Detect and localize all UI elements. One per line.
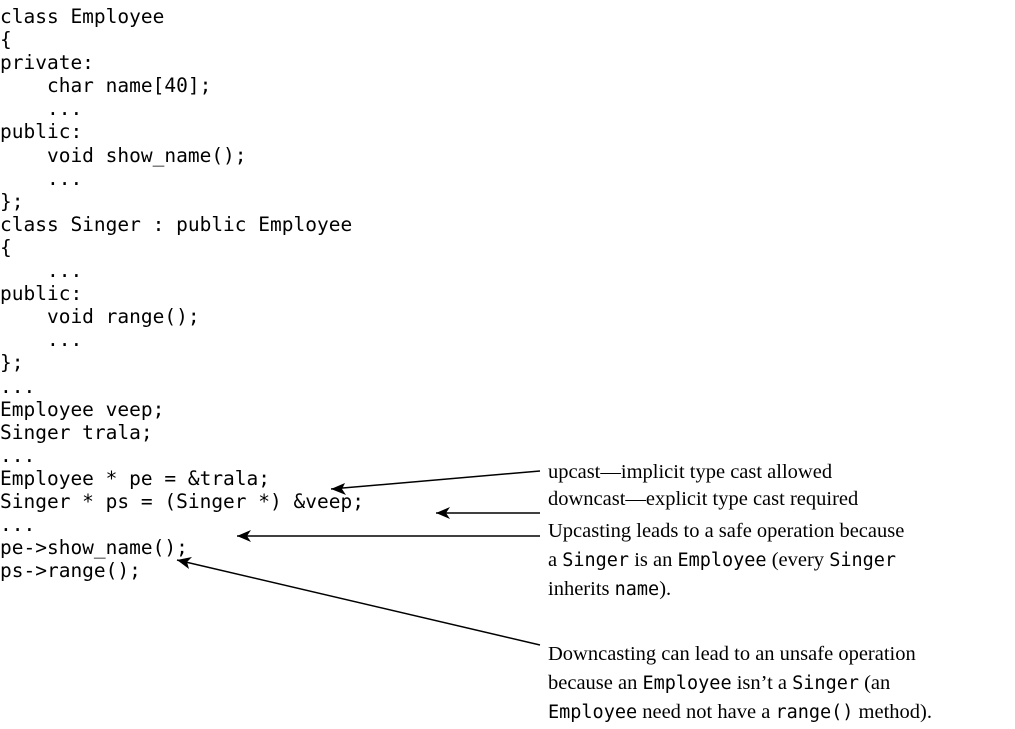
code-line: ... (0, 259, 83, 283)
unsafe-text: because an (548, 672, 643, 694)
code-line: ... (0, 328, 83, 352)
unsafe-text: (an (858, 672, 891, 694)
safe-code: name (614, 579, 660, 600)
code-line: { (0, 28, 12, 52)
safe-text: (every (766, 549, 830, 571)
code-line: ... (0, 166, 83, 190)
code-line-show-name-call: pe->show_name(); (0, 536, 188, 560)
unsafe-code: Employee (548, 702, 638, 723)
code-listing: class Employee{private: char name[40]; .… (0, 5, 364, 582)
code-line: private: (0, 51, 94, 75)
code-line: class Employee (0, 5, 165, 28)
downcast-note-text: downcast—explicit type cast required (548, 488, 859, 510)
unsafe-note-line-2: because an Employee isn’t a Singer (an (548, 669, 932, 698)
safe-code: Singer (562, 550, 630, 571)
downcast-note: downcast—explicit type cast required (548, 485, 858, 514)
safe-text: a (548, 549, 563, 571)
safe-note-line-2: a Singer is an Employee (every Singer (548, 546, 904, 575)
code-line: { (0, 235, 12, 259)
code-line: }; (0, 351, 24, 375)
unsafe-code: Singer (792, 673, 859, 694)
code-line: Singer trala; (0, 420, 153, 444)
code-line: public: (0, 282, 83, 306)
unsafe-note-line-1: Downcasting can lead to an unsafe operat… (548, 643, 916, 665)
code-line: ... (0, 443, 36, 467)
code-line: class Singer : public Employee (0, 212, 353, 236)
safe-text: ). (659, 578, 672, 600)
code-line-downcast: Singer * ps = (Singer *) &veep; (0, 489, 364, 513)
unsafe-operation-note: Downcasting can lead to an unsafe operat… (548, 640, 932, 727)
code-line: void show_name(); (0, 143, 247, 167)
code-line: }; (0, 189, 24, 213)
code-line: ... (0, 97, 83, 121)
unsafe-code: Employee (642, 673, 732, 694)
unsafe-text: isn’t a (731, 672, 793, 694)
code-line: Employee veep; (0, 397, 165, 421)
code-line: ... (0, 374, 36, 398)
unsafe-text: method). (853, 701, 932, 723)
unsafe-code: range() (775, 702, 854, 723)
safe-operation-note: Upcasting leads to a safe operation beca… (548, 517, 904, 604)
upcast-note-text: upcast—implicit type cast allowed (548, 461, 833, 483)
code-line-upcast: Employee * pe = &trala; (0, 466, 271, 490)
code-line: void range(); (0, 305, 200, 329)
safe-text: is an (629, 549, 678, 571)
code-line: public: (0, 120, 83, 144)
upcast-note: upcast—implicit type cast allowed (548, 458, 832, 487)
safe-text: inherits (548, 578, 615, 600)
safe-note-line-1: Upcasting leads to a safe operation beca… (548, 520, 905, 542)
unsafe-text: need not have a (637, 701, 776, 723)
downcast-arrowhead (436, 507, 450, 519)
code-line: char name[40]; (0, 74, 212, 98)
safe-note-line-3: inherits name). (548, 575, 904, 604)
code-line: ... (0, 513, 36, 537)
unsafe-note-line-3: Employee need not have a range() method)… (548, 698, 932, 727)
safe-code: Singer (829, 550, 897, 571)
safe-code: Employee (677, 550, 767, 571)
code-line-range-call: ps->range(); (0, 559, 141, 583)
